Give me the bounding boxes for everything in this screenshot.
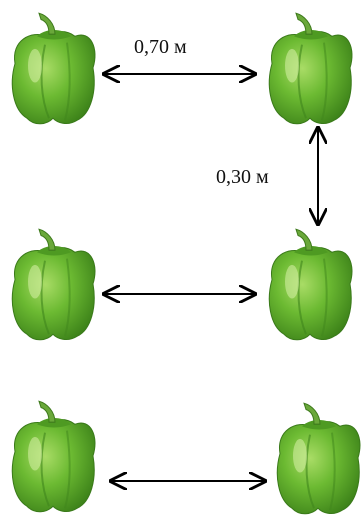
vertical-spacing-label: 0,30 м	[216, 166, 269, 188]
horizontal-spacing-label: 0,70 м	[134, 36, 187, 58]
pepper-icon	[11, 228, 97, 341]
pepper-icon	[268, 228, 354, 341]
pepper-icon	[11, 12, 97, 125]
pepper-icon	[268, 12, 354, 125]
pepper-icon	[11, 400, 97, 513]
pepper-icon	[276, 402, 362, 515]
